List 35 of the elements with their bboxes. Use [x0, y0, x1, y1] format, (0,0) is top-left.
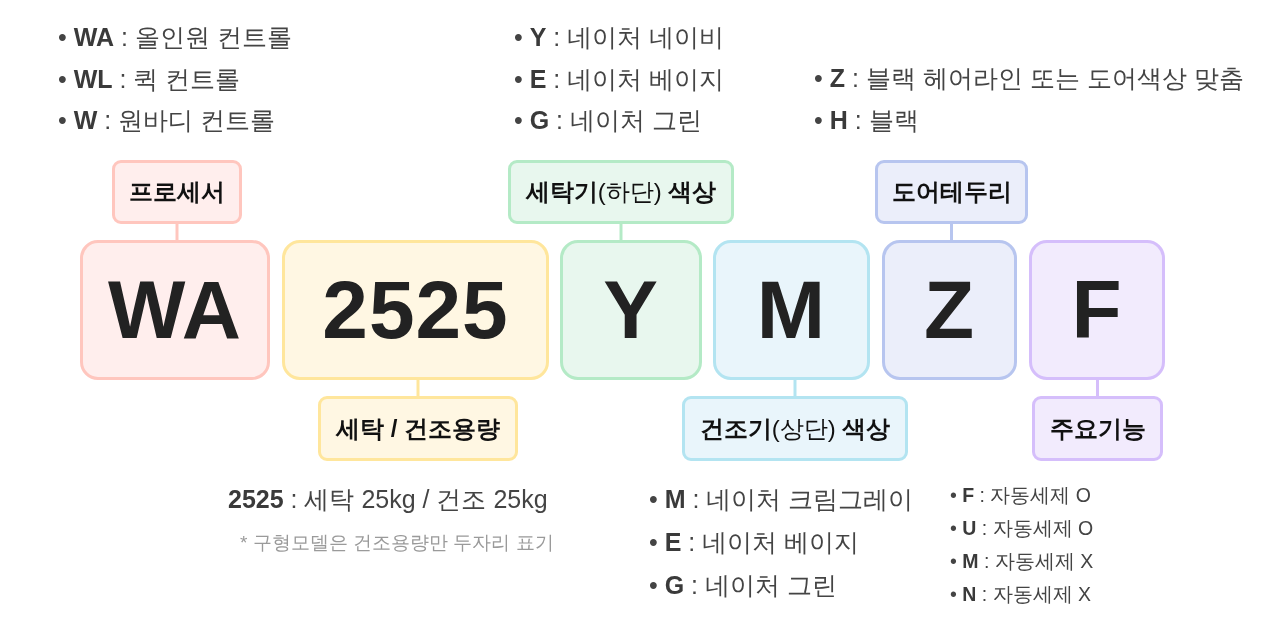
connector-line: [950, 224, 953, 240]
code-box: 2525: [282, 240, 549, 380]
code-box: Z: [882, 240, 1017, 380]
list-item: • WA : 올인원 컨트롤: [58, 22, 292, 54]
list-item: • M : 자동세제 X: [950, 549, 1094, 575]
list-item: • Y : 네이처 네이비: [514, 22, 725, 54]
connector-line: [416, 380, 420, 396]
connector-line: [175, 224, 179, 240]
list-item: • F : 자동세제 O: [950, 483, 1091, 509]
list-item: • E : 네이처 베이지: [649, 527, 860, 559]
list-item: • G : 네이처 그린: [514, 105, 702, 137]
label-box: 세탁기(하단) 색상: [508, 160, 734, 224]
list-item: • G : 네이처 그린: [649, 570, 837, 602]
description-text: 2525 : 세탁 25kg / 건조 25kg: [228, 484, 548, 516]
list-item: • N : 자동세제 X: [950, 582, 1092, 608]
code-box: Y: [560, 240, 702, 380]
list-item: • W : 원바디 컨트롤: [58, 105, 276, 137]
label-box: 도어테두리: [875, 160, 1028, 224]
label-box: 주요기능: [1032, 396, 1163, 461]
label-box: 세탁 / 건조용량: [318, 396, 518, 461]
code-box: F: [1029, 240, 1165, 380]
code-box: WA: [80, 240, 270, 380]
list-item: • Z : 블랙 헤어라인 또는 도어색상 맞춤: [814, 63, 1244, 95]
list-item: • U : 자동세제 O: [950, 516, 1094, 542]
list-item: • H : 블랙: [814, 104, 919, 136]
code-box: M: [713, 240, 870, 380]
list-item: • WL : 퀵 컨트롤: [58, 63, 241, 95]
connector-line: [793, 380, 797, 396]
list-item: • M : 네이처 크림그레이: [649, 484, 914, 516]
list-item: • E : 네이처 베이지: [514, 63, 725, 95]
label-box: 건조기(상단) 색상: [682, 396, 908, 461]
label-box: 프로세서: [112, 160, 242, 224]
connector-line: [619, 224, 623, 240]
connector-line: [1096, 380, 1099, 396]
footnote-text: * 구형모델은 건조용량만 두자리 표기: [240, 530, 554, 555]
